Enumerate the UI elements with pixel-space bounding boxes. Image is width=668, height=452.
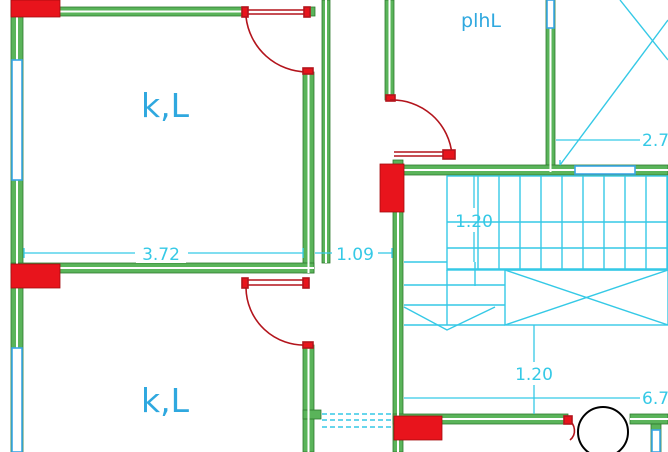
dim-right-upper: 2.7 xyxy=(642,131,668,151)
room-label-top: plhL xyxy=(461,10,501,32)
threshold-hatch xyxy=(322,413,392,428)
room-label-lower: k,L xyxy=(141,381,190,420)
dim-stair-gap: 1.20 xyxy=(515,365,553,385)
door-upper-room xyxy=(241,6,314,75)
dim-right-lower: 6.7 xyxy=(642,389,668,409)
door-stair-hall xyxy=(385,94,456,160)
dimension-lines xyxy=(23,139,640,414)
stair-top-right-opening xyxy=(559,0,668,166)
column-stair-top xyxy=(379,163,405,213)
dim-width-left: 3.72 xyxy=(142,245,180,265)
dim-stair-landing: 1.20 xyxy=(455,212,493,232)
dim-width-corridor: 1.09 xyxy=(336,245,374,265)
stair-lower-flight xyxy=(403,261,505,331)
window-right-bottom xyxy=(651,429,661,452)
column-top-left xyxy=(10,0,61,18)
windows xyxy=(11,0,661,452)
stairs xyxy=(322,0,668,428)
window-top-mid xyxy=(546,0,555,29)
column-stair-bottom xyxy=(393,415,443,441)
wall-corridor-bottom xyxy=(302,409,322,420)
column-mid-left xyxy=(10,263,61,289)
doors xyxy=(241,6,576,441)
stair-well-opening xyxy=(446,269,668,326)
walls xyxy=(10,0,668,452)
window-left-lower xyxy=(11,347,23,452)
window-left-upper xyxy=(11,59,23,181)
wall-cores xyxy=(11,0,668,452)
window-stair-top xyxy=(574,165,636,175)
door-bottom xyxy=(563,415,576,441)
door-lower-room xyxy=(241,277,314,349)
dimension-labels: 3.72 1.09 1.20 1.20 2.7 6.7 xyxy=(136,130,668,409)
columns xyxy=(10,0,443,441)
round-column xyxy=(577,406,629,452)
room-label-upper: k,L xyxy=(141,86,190,125)
